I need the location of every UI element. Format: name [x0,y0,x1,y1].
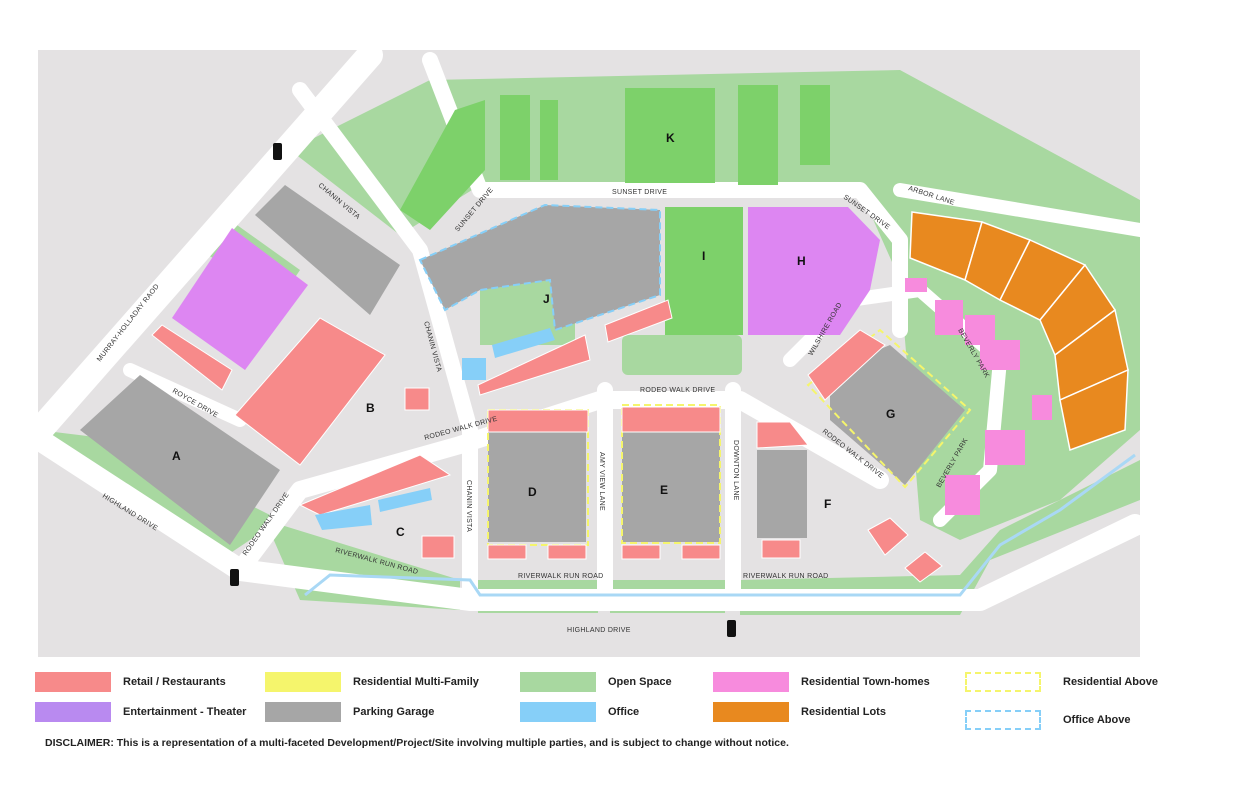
traffic-light-icon [230,143,736,637]
retail-blocks [151,299,943,583]
block-label-e: E [660,483,668,497]
site-map: A B C D E F G H I J K MURRAY-HOLLADAY RA… [27,42,1147,657]
legend-label: Residential Lots [801,706,886,718]
road-label: CHANIN VISTA [465,480,472,532]
block-label-j: J [543,292,550,306]
road-label: HIGHLAND DRIVE [567,627,631,634]
parking-garages [80,185,965,545]
block-label-g: G [886,407,895,421]
legend-item: Residential Multi-Family [265,672,479,692]
legend-item: Parking Garage [265,702,434,722]
road-label: RIVERWALK RUN ROAD [518,573,604,580]
road-label: SUNSET DRIVE [612,189,667,196]
legend-label: Residential Above [1063,676,1158,688]
office-blocks [315,328,555,530]
legend-label: Office Above [1063,714,1131,726]
disclaimer: DISCLAIMER: This is a representation of … [45,737,789,749]
legend-label: Residential Town-homes [801,676,930,688]
road-label: RIVERWALK RUN ROAD [743,573,829,580]
legend-item: Residential Lots [713,702,886,722]
townhome-blocks [905,278,1052,515]
road-label: DOWNTON LANE [732,440,739,501]
legend-item: Entertainment - Theater [35,702,246,722]
block-label-d: D [528,485,537,499]
theater-block-h [748,207,880,335]
block-label-k: K [666,131,675,145]
block-label-i: I [702,249,705,263]
legend-label: Retail / Restaurants [123,676,226,688]
road-label: AMY VIEW LANE [598,452,605,511]
legend-label: Residential Multi-Family [353,676,479,688]
legend-label: Office [608,706,640,718]
legend-item: Residential Above [965,672,1158,692]
roads [27,42,1147,611]
theater-block [172,228,308,370]
road-label: RODEO WALK DRIVE [640,387,715,394]
legend-label: Entertainment - Theater [123,706,247,718]
legend-label: Parking Garage [353,706,435,718]
legend-label: Open Space [608,676,672,688]
legend-item: Office Above [965,710,1130,730]
legend-item: Residential Town-homes [713,672,930,692]
green-blocks [400,85,830,335]
river [304,453,1136,597]
legend-item: Office [520,702,639,722]
block-label-h: H [797,254,806,268]
legend-item: Open Space [520,672,672,692]
legend-item: Retail / Restaurants [35,672,226,692]
block-label-c: C [396,525,405,539]
block-label-b: B [366,401,375,415]
residential-lots [909,211,1129,452]
block-label-a: A [172,449,181,463]
block-label-f: F [824,497,831,511]
